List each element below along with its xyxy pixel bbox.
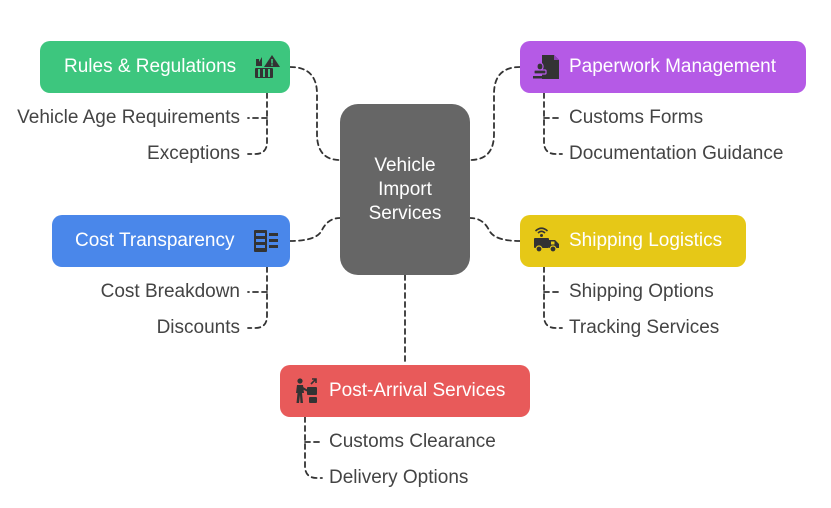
connector-rules (289, 66, 341, 161)
connector-post-items (304, 416, 323, 479)
item-exceptions: Exceptions (147, 143, 240, 164)
connector-shipping-items (543, 266, 563, 329)
item-delivery-options: Delivery Options (329, 467, 469, 488)
item-customs-clearance: Customs Clearance (329, 431, 496, 452)
node-paperwork-label: Paperwork Management (569, 56, 776, 77)
hazard-crate-icon (252, 53, 280, 81)
connector-cost (289, 217, 341, 242)
node-paperwork-management: Paperwork Management (520, 41, 806, 93)
node-rules-regulations: Rules & Regulations (40, 41, 290, 93)
item-vehicle-age-requirements: Vehicle Age Requirements (17, 107, 240, 128)
connector-paperwork-items (543, 92, 563, 155)
node-post-label: Post-Arrival Services (329, 380, 506, 401)
item-tracking-services: Tracking Services (569, 317, 720, 338)
node-rules-label: Rules & Regulations (64, 56, 237, 77)
node-shipping-logistics: Shipping Logistics (520, 215, 746, 267)
stamp-document-icon (532, 53, 560, 81)
item-cost-breakdown: Cost Breakdown (100, 281, 240, 302)
node-shipping-label: Shipping Logistics (569, 230, 723, 251)
node-cost-transparency: Cost Transparency (52, 215, 290, 267)
item-customs-forms: Customs Forms (569, 107, 704, 128)
cost-breakdown-icon (252, 227, 280, 255)
delivery-person-icon (292, 377, 320, 405)
item-documentation-guidance: Documentation Guidance (569, 143, 784, 164)
center-title: Vehicle Import Services (368, 154, 442, 224)
connector-paperwork (469, 66, 521, 161)
item-shipping-options: Shipping Options (569, 281, 714, 302)
node-cost-label: Cost Transparency (75, 230, 235, 251)
connector-cost-items (247, 266, 268, 329)
item-discounts: Discounts (156, 317, 240, 338)
connector-shipping (469, 217, 521, 242)
center-node: Vehicle Import Services (340, 104, 470, 275)
tracking-truck-icon (532, 227, 560, 255)
node-post-arrival-services: Post-Arrival Services (280, 365, 530, 417)
connector-rules-items (247, 92, 268, 155)
